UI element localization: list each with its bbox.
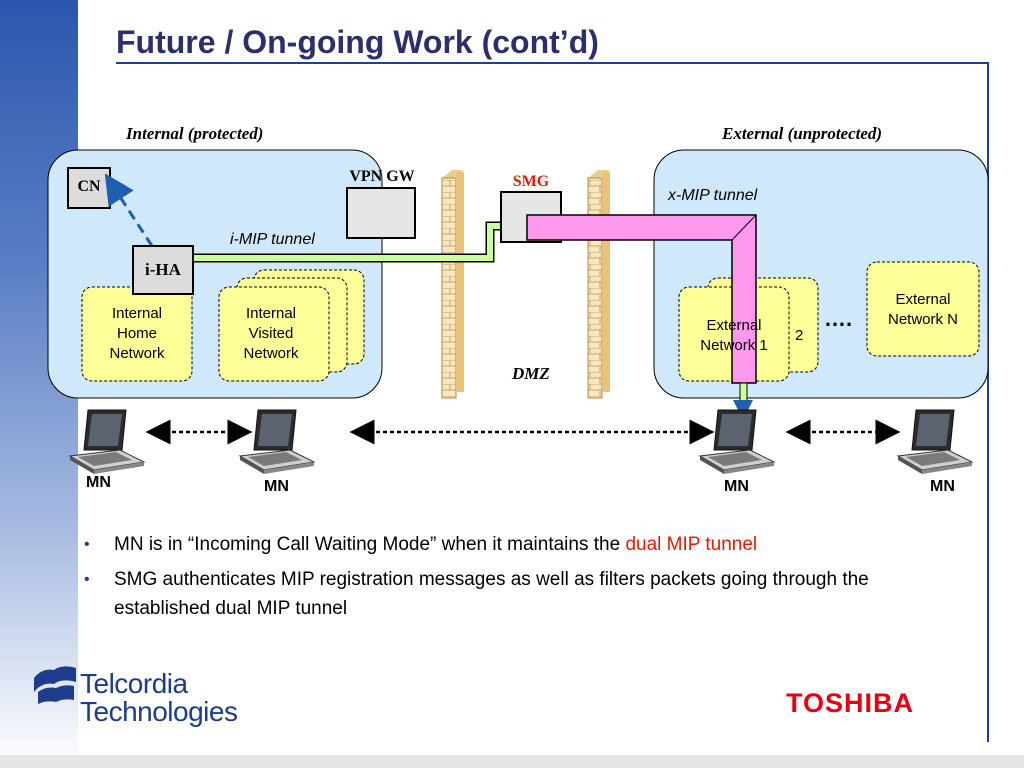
mn-laptop-1 <box>69 409 145 475</box>
external-n-line2: Network N <box>887 311 958 328</box>
internal-home-network-label: Internal Home Network <box>82 304 192 364</box>
internal-home-line1: Internal <box>111 305 163 322</box>
network-diagram <box>47 149 989 475</box>
slide-title: Future / On-going Work (cont’d) <box>116 24 599 60</box>
external-network-n <box>866 261 980 357</box>
external-network-1-label: External Network 1 <box>679 316 789 356</box>
vpn-gw-label: VPN GW <box>349 168 415 185</box>
mn-label-1: MN <box>86 474 111 491</box>
external-n-line1: External <box>895 291 951 308</box>
telcordia-logo-icon <box>34 666 76 704</box>
bullet-highlight: dual MIP tunnel <box>625 534 758 555</box>
bullet-dot: • <box>84 571 90 588</box>
iha-label: i-HA <box>145 260 181 279</box>
vpn-gw-node <box>346 187 416 239</box>
dmz-label: DMZ <box>512 364 550 383</box>
xmip-mn-link <box>739 382 748 402</box>
cn-arrow <box>104 173 154 247</box>
mn-laptop-3 <box>699 409 775 475</box>
external-zone-label: External (unprotected) <box>722 124 883 143</box>
telcordia-logo: Telcordia Technologies <box>80 668 238 727</box>
right-divider <box>987 62 989 742</box>
title-divider <box>116 62 988 64</box>
internal-visited-line3: Network <box>243 345 299 362</box>
internal-zone-label: Internal (protected) <box>126 124 264 143</box>
imip-tunnel-label: i-MIP tunnel <box>230 231 315 248</box>
footer-bar <box>0 755 1024 768</box>
internal-home-line3: Network <box>109 345 165 362</box>
xmip-tunnel-edge <box>731 214 757 241</box>
toshiba-logo: TOSHIBA <box>786 688 915 718</box>
mn-laptop-2 <box>239 409 315 475</box>
internal-visited-line1: Internal <box>245 305 297 322</box>
internal-visited-network-label: Internal Visited Network <box>219 304 323 364</box>
external-network-2-label: 2 <box>795 327 804 344</box>
firewall-left-edge <box>456 172 464 392</box>
mn-label-2: MN <box>264 478 289 495</box>
external-network-n-label: External Network N <box>867 290 979 330</box>
bullet-text: MN is in “Incoming Call Waiting Mode” wh… <box>114 534 626 555</box>
internal-visited-network <box>218 286 330 382</box>
bullet-text: SMG authenticates MIP registration messa… <box>114 569 869 619</box>
smg-label: SMG <box>512 173 550 190</box>
iha-node <box>132 245 194 295</box>
mn-laptop-4 <box>897 409 973 475</box>
external-1-line1: External <box>706 317 762 334</box>
network-ellipsis: …. <box>824 306 853 331</box>
internal-visited-line2: Visited <box>248 325 294 342</box>
telcordia-line1: Telcordia <box>80 668 188 699</box>
firewall-right <box>587 177 603 399</box>
cn-label: CN <box>77 178 101 195</box>
mn-label-4: MN <box>930 478 955 495</box>
mn-label-3: MN <box>724 478 749 495</box>
external-1-line2: Network 1 <box>700 337 768 354</box>
bullet-item: • MN is in “Incoming Call Waiting Mode” … <box>84 530 964 559</box>
telcordia-line2: Technologies <box>80 696 238 727</box>
firewall-right-edge <box>602 172 610 392</box>
bullet-dot: • <box>84 536 90 553</box>
bullet-list: • MN is in “Incoming Call Waiting Mode” … <box>84 530 964 629</box>
internal-home-line2: Home <box>116 325 157 342</box>
xmip-tunnel-label: x-MIP tunnel <box>668 187 758 204</box>
bullet-item: • SMG authenticates MIP registration mes… <box>84 565 964 623</box>
firewall-left <box>441 177 457 399</box>
